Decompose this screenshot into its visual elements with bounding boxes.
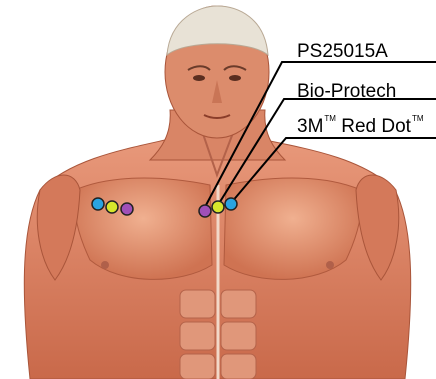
- label-ps25015a: PS25015A: [297, 42, 388, 61]
- electrode-right-purple: [199, 205, 211, 217]
- trademark-mark-2: TM: [412, 114, 424, 123]
- electrode-right-blue: [225, 198, 237, 210]
- electrode-left-yellow: [106, 201, 118, 213]
- electrode-right-yellow: [212, 201, 224, 213]
- electrode-left-blue: [92, 198, 104, 210]
- label-red-dot-text: Red Dot: [341, 116, 411, 137]
- label-bio-protech: Bio-Protech: [297, 82, 396, 101]
- electrode-left-purple: [121, 203, 133, 215]
- label-3m-text: 3M: [297, 116, 323, 137]
- left-pectoral: [74, 178, 212, 279]
- label-3m-red-dot: 3MTM Red DotTM: [297, 115, 424, 136]
- right-pectoral: [224, 178, 362, 279]
- trademark-mark: TM: [324, 114, 336, 123]
